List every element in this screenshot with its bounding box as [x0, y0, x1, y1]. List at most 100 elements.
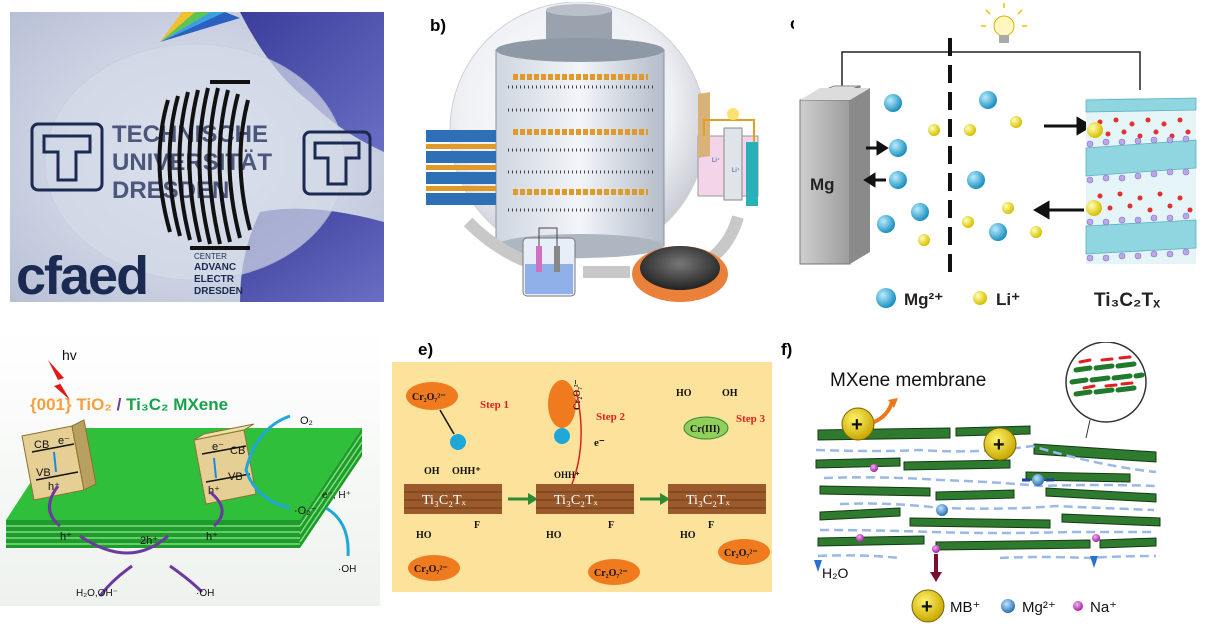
mb-plus-2: +	[993, 434, 1005, 456]
step1-label: Step 1	[480, 399, 509, 411]
battery-cell: Li⁺ Li⁺	[697, 92, 759, 206]
legend-li-icon	[973, 291, 987, 305]
ho-1: HO	[416, 530, 432, 541]
water-paths	[815, 444, 1157, 560]
dichromate-2: Cr₂O₇²⁻	[414, 564, 448, 575]
legend-mb-icon	[911, 589, 945, 623]
tio2-cube-right	[193, 423, 257, 505]
cfaed-logo: cfaed	[16, 246, 147, 302]
f-1: F	[474, 520, 480, 531]
mg-ion-2	[936, 504, 948, 516]
mxene-sheet	[6, 428, 363, 548]
li-label-1: Li⁺	[712, 157, 720, 164]
tio2-cube-left	[21, 419, 97, 501]
hv-label: hv	[62, 347, 77, 363]
mg-label: Mg	[810, 175, 835, 194]
li-label-2: Li⁺	[732, 167, 740, 174]
hole-d1: h⁺	[60, 531, 72, 543]
cb-label-right: CB	[230, 445, 245, 457]
mxene-label: Ti₃C₂Tₓ	[1094, 290, 1160, 311]
e-h-label: e⁻, H⁺	[322, 490, 351, 501]
tu-logo-right	[302, 130, 372, 196]
two-holes: 2h⁺	[140, 535, 158, 547]
panel-d-diagram: hv {001} TiO₂ / Ti₃C₂ MXene CB e⁻ VB h⁺	[0, 330, 380, 606]
legend-na-icon	[1073, 601, 1083, 611]
legend-mb-label: MB⁺	[950, 599, 980, 616]
panel-a-photo: TECHNISCHE UNIVERSITÄT DRESDEN cfaed CEN…	[10, 12, 384, 302]
e-label: e⁻	[594, 437, 605, 449]
water-drop-icon	[814, 560, 822, 572]
legend-mg-icon	[1001, 599, 1015, 613]
powder-dish	[632, 246, 728, 302]
small-line-1: CENTER	[194, 252, 227, 261]
oh-right-label: ·OH	[338, 564, 356, 575]
oh-3: OH	[722, 388, 738, 399]
membrane-title: MXene membrane	[830, 370, 986, 391]
circuit-wire	[841, 51, 1141, 90]
legend-li-label: Li⁺	[996, 290, 1020, 309]
site-circle-1	[450, 434, 466, 450]
hole-d2: h⁺	[206, 531, 218, 543]
legend-mg2-label: Mg²⁺	[1022, 599, 1056, 616]
mb-plus-1: +	[851, 414, 863, 436]
na-ion-1	[870, 464, 878, 472]
electron-left: e⁻	[58, 435, 70, 447]
panel-e-diagram: Cr₂O₇²⁻ Step 1 OH OHH⁺ Ti₃C₂Tₓ HO F Cr₂O…	[392, 362, 772, 592]
mg-ion-1	[1032, 474, 1044, 486]
mxene-label-1: Ti₃C₂Tₓ	[422, 493, 467, 508]
dichromate-5: Cr₂O₇²⁻	[724, 548, 758, 559]
ion-arrows	[863, 116, 1093, 220]
color-fan-icon	[160, 12, 240, 42]
vb-label-right: VB	[228, 471, 243, 483]
na-ion-4	[932, 545, 940, 553]
cr3-ellipse	[683, 416, 729, 440]
f-2: F	[608, 520, 614, 531]
mxene-block-2	[536, 484, 634, 514]
panel-label-e: e)	[418, 340, 434, 359]
ho-3: HO	[676, 388, 692, 399]
small-line-2: ADVANC	[194, 262, 236, 273]
dichromate-ellipse-4	[588, 559, 640, 585]
h2o-label: H₂O	[822, 565, 849, 581]
dichromate-4: Cr₂O₇²⁻	[594, 568, 628, 579]
electron-path	[571, 389, 582, 485]
mg-block-side	[850, 88, 870, 264]
h2o-oh-label: H₂O,OH⁻	[76, 588, 118, 599]
magnify-circle	[1065, 342, 1147, 439]
step3-label: Step 3	[736, 413, 766, 425]
hoh-1: OHH⁺	[452, 466, 481, 477]
dichromate-ellipse-5	[718, 539, 770, 565]
panel-c-diagram: Mg	[794, 3, 1210, 316]
o2-label: O₂	[300, 415, 313, 427]
arrow-step1	[439, 409, 455, 435]
dichromate-ellipse-1	[406, 382, 458, 410]
mxene-block-3	[668, 484, 766, 514]
na-ion-2	[856, 534, 864, 542]
layered-stack	[426, 130, 496, 205]
light-bulb-icon	[981, 3, 1027, 43]
mxene-block-1	[404, 484, 502, 514]
title-d: {001} TiO₂ / Ti₃C₂ MXene	[30, 395, 228, 414]
printed-electrodes	[157, 80, 252, 250]
mxene-layers	[508, 74, 653, 212]
mg-block-top	[800, 88, 870, 100]
mb-cation-1	[841, 407, 875, 441]
oh-1: OH	[424, 466, 440, 477]
electron-right: e⁻	[212, 441, 224, 453]
legend-mb-plus: +	[921, 596, 933, 618]
na-ion-3	[1092, 534, 1100, 542]
legend-mg-label: Mg²⁺	[904, 290, 943, 309]
dichromate-1: Cr₂O₇²⁻	[412, 392, 446, 403]
legend-mg-icon	[876, 288, 896, 308]
small-line-3: ELECTR	[194, 274, 235, 285]
electron-arrows	[244, 414, 350, 557]
glove-top	[240, 12, 384, 152]
hoh-2: OHH⁺	[554, 470, 580, 480]
water-drop-icon-2	[1090, 556, 1098, 568]
oh-bottom-label: ·OH	[196, 588, 214, 599]
mxene-label-3: Ti₃C₂Tₓ	[686, 493, 731, 508]
ho-4: HO	[680, 530, 696, 541]
small-line-4: DRESDEN	[194, 286, 243, 297]
ho-2: HO	[546, 530, 562, 541]
tu-logo-left	[30, 122, 104, 192]
